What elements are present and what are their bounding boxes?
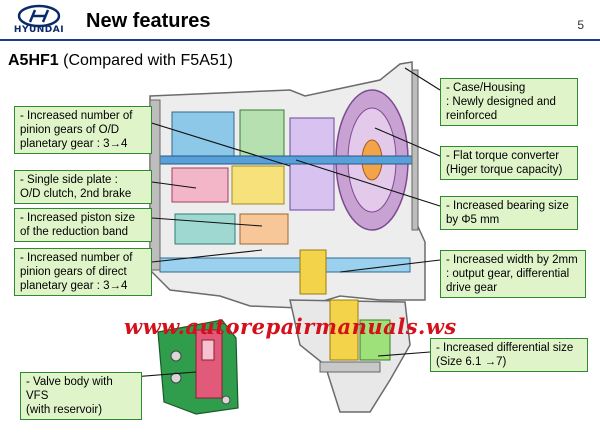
logo-text: HYUNDAI — [13, 25, 65, 35]
comparison-note: (Compared with F5A51) — [63, 52, 233, 69]
callout-direct-pinion-gears: - Increased number of pinion gears of di… — [14, 248, 152, 296]
callout-case-housing: - Case/Housing : Newly designed and rein… — [440, 78, 578, 126]
watermark-text: www.autorepairmanuals.ws — [124, 314, 457, 339]
callout-flat-torque-converter: - Flat torque converter (Higer torque ca… — [440, 146, 578, 180]
slide-subtitle: A5HF1 (Compared with F5A51) — [8, 52, 233, 70]
callout-output-gear: - Increased width by 2mm : output gear, … — [440, 250, 586, 298]
callout-piston-size: - Increased piston size of the reduction… — [14, 208, 152, 242]
callout-differential-size: - Increased differential size (Size 6.1 … — [430, 338, 588, 372]
header-divider — [0, 39, 600, 41]
callout-single-side-plate: - Single side plate : O/D clutch, 2nd br… — [14, 170, 152, 204]
page-title: New features — [86, 10, 211, 32]
valve-body-illustration — [157, 319, 239, 415]
slide-header: HYUNDAI New features 5 — [0, 0, 600, 46]
callout-bearing-size: - Increased bearing size by Φ5 mm — [440, 196, 578, 230]
page-number: 5 — [577, 18, 584, 32]
model-name: A5HF1 — [8, 52, 59, 69]
hyundai-logo-icon — [17, 4, 61, 28]
callout-od-pinion-gears: - Increased number of pinion gears of O/… — [14, 106, 152, 154]
callout-valve-body: - Valve body with VFS (with reservoir) — [20, 372, 142, 420]
